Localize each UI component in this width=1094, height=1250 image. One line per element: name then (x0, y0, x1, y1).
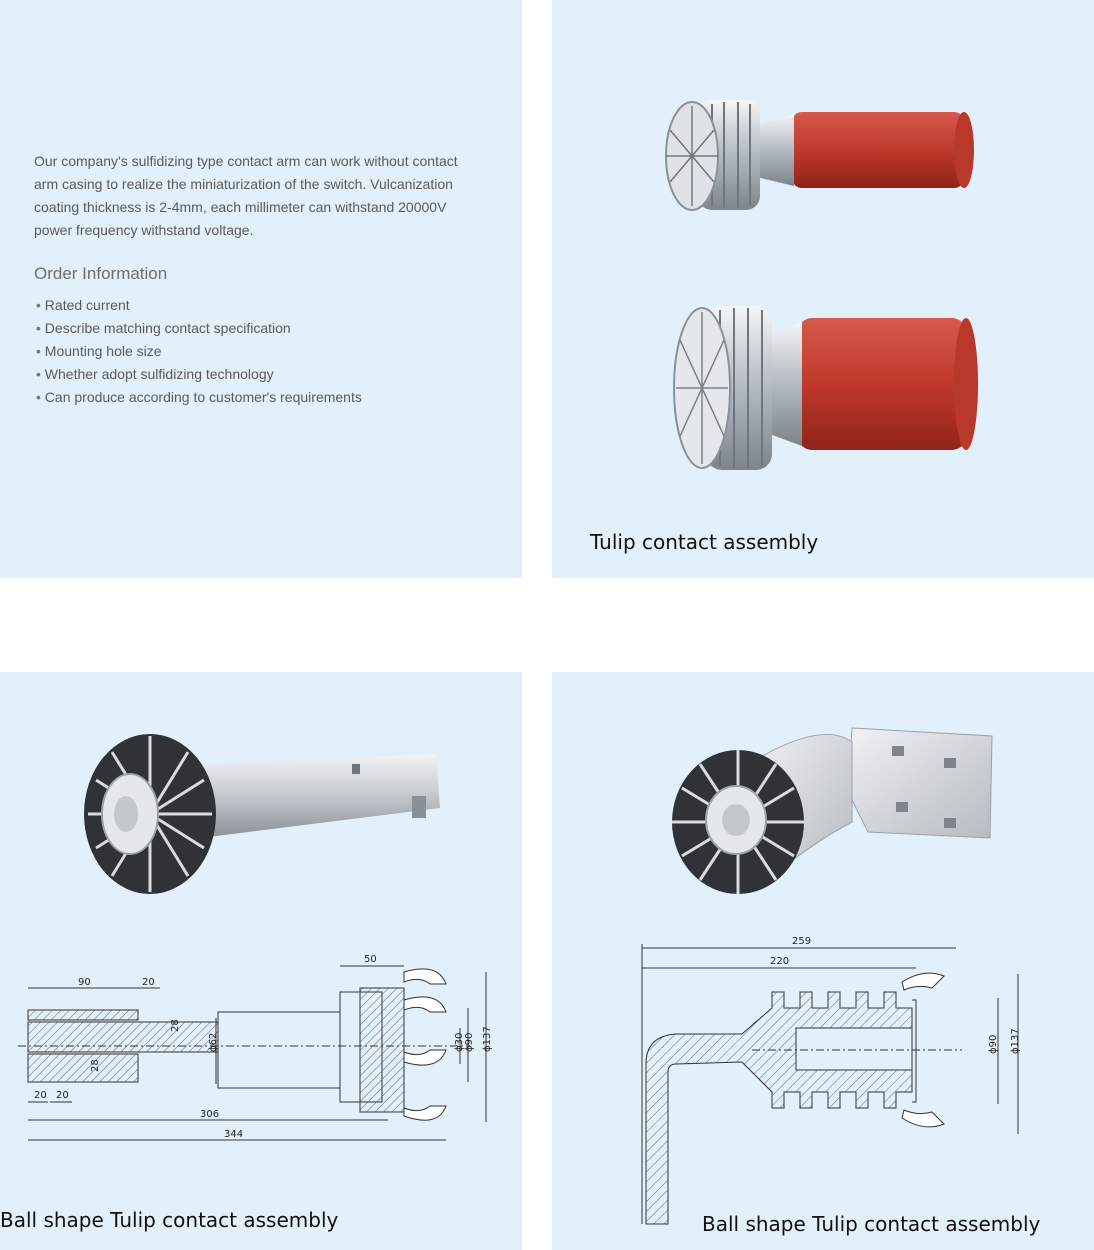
caption-ball-tulip-right: Ball shape Tulip contact assembly (702, 1212, 1041, 1236)
ball-tulip-photo (84, 734, 440, 894)
tulip-contact-small (665, 100, 974, 211)
svg-text:50: 50 (364, 954, 377, 965)
tulip-contact-large (673, 306, 978, 470)
svg-text:259: 259 (792, 936, 811, 947)
svg-text:28: 28 (170, 1019, 181, 1032)
svg-text:ϕ90: ϕ90 (464, 1033, 475, 1052)
svg-text:20: 20 (142, 977, 155, 988)
svg-text:20: 20 (34, 1090, 47, 1101)
ball-tulip-left-drawing (18, 965, 487, 1141)
svg-text:306: 306 (200, 1109, 219, 1120)
list-item: Rated current (36, 294, 362, 317)
svg-text:ϕ30: ϕ30 (454, 1033, 465, 1052)
ball-tulip-elbow-photo (672, 727, 993, 894)
svg-text:ϕ137: ϕ137 (1010, 1028, 1021, 1054)
tulip-contact-panel: Tulip contact assembly (552, 0, 1094, 578)
svg-text:28: 28 (90, 1059, 101, 1072)
list-item: Mounting hole size (36, 340, 362, 363)
ball-tulip-right-dimensions: 259 220 ϕ90 ϕ137 (770, 936, 1021, 1054)
svg-text:20: 20 (56, 1090, 69, 1101)
tulip-contact-illustration (665, 100, 978, 470)
list-item: Describe matching contact specification (36, 317, 362, 340)
svg-text:ϕ62: ϕ62 (208, 1033, 219, 1052)
svg-text:220: 220 (770, 956, 789, 967)
ball-tulip-left-dimensions: 90 20 50 28 28 20 20 ϕ62 ϕ30 ϕ90 ϕ137 30… (34, 954, 493, 1140)
list-item: Can produce according to customer's requ… (36, 386, 362, 409)
ball-tulip-right-drawing (641, 944, 1019, 1225)
svg-text:ϕ90: ϕ90 (988, 1035, 999, 1054)
ball-tulip-right-illustration: 259 220 ϕ90 ϕ137 (641, 727, 1021, 1225)
order-information-list: Rated current Describe matching contact … (36, 294, 362, 409)
list-item: Whether adopt sulfidizing technology (36, 363, 362, 386)
ball-tulip-left-illustration: 90 20 50 28 28 20 20 ϕ62 ϕ30 ϕ90 ϕ137 30… (18, 734, 493, 1141)
caption-ball-tulip-left: Ball shape Tulip contact assembly (0, 1208, 339, 1232)
description-panel: Our company's sulfidizing type contact a… (0, 0, 522, 578)
product-description: Our company's sulfidizing type contact a… (34, 153, 458, 238)
svg-text:ϕ137: ϕ137 (482, 1026, 493, 1052)
caption-tulip-contact: Tulip contact assembly (590, 530, 819, 554)
ball-tulip-left-panel: 90 20 50 28 28 20 20 ϕ62 ϕ30 ϕ90 ϕ137 30… (0, 672, 522, 1250)
svg-text:90: 90 (78, 977, 91, 988)
svg-text:344: 344 (224, 1129, 243, 1140)
ball-tulip-right-panel: 259 220 ϕ90 ϕ137 Ball shape Tulip contac… (552, 672, 1094, 1250)
order-information-title: Order Information (34, 264, 168, 283)
